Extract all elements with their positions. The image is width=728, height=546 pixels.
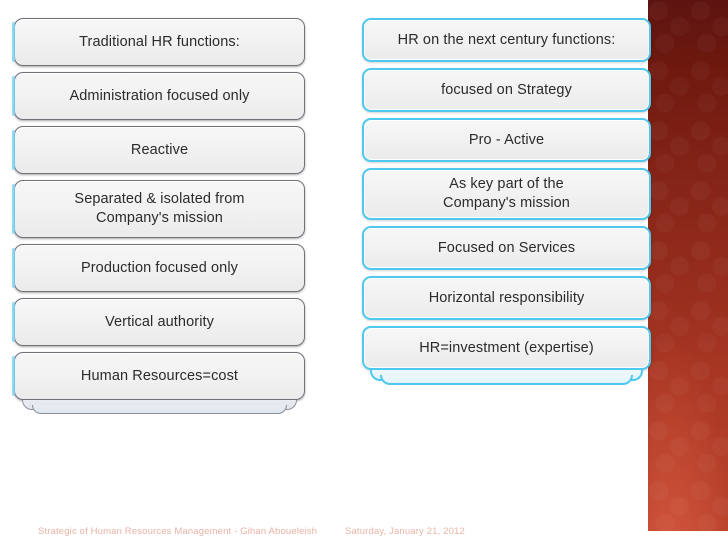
list-item[interactable]: focused on Strategy xyxy=(362,68,651,112)
next-century-hr-column: HR on the next century functions: focused… xyxy=(362,18,651,386)
list-item[interactable]: Administration focused only xyxy=(11,72,305,120)
list-item-label: Focused on Services xyxy=(437,239,576,256)
list-item-label: Production focused only xyxy=(80,259,239,276)
list-item[interactable]: Human Resources=cost xyxy=(11,352,305,400)
list-item-label: Pro - Active xyxy=(468,131,545,148)
list-item[interactable]: Traditional HR functions: xyxy=(11,18,305,66)
stack-shadow xyxy=(380,375,633,385)
footer-date: Saturday, January 21, 2012 xyxy=(345,526,465,537)
accent-panel xyxy=(648,0,728,531)
list-item-label: HR=investment (expertise) xyxy=(419,339,594,356)
list-item-label: Traditional HR functions: xyxy=(79,33,240,50)
list-item-label: Horizontal responsibility xyxy=(428,289,585,306)
list-item[interactable]: Vertical authority xyxy=(11,298,305,346)
list-item-label: Administration focused only xyxy=(69,87,250,104)
list-item-label: HR on the next century functions: xyxy=(397,31,616,48)
list-item[interactable]: Horizontal responsibility xyxy=(362,276,651,320)
list-item-label: Human Resources=cost xyxy=(80,367,239,384)
list-item[interactable]: Production focused only xyxy=(11,244,305,292)
list-item-label: Vertical authority xyxy=(105,313,214,330)
list-item[interactable]: Reactive xyxy=(11,126,305,174)
list-item-label: focused on Strategy xyxy=(441,81,572,98)
stack-shadow xyxy=(32,405,287,414)
list-item[interactable]: HR on the next century functions: xyxy=(362,18,651,62)
list-item[interactable]: Focused on Services xyxy=(362,226,651,270)
list-item[interactable]: HR=investment (expertise) xyxy=(362,326,651,370)
list-item[interactable]: Pro - Active xyxy=(362,118,651,162)
footer-title: Strategic of Human Resources Management … xyxy=(38,526,318,537)
list-item-label: Reactive xyxy=(130,141,189,158)
traditional-hr-column: Traditional HR functions: Administration … xyxy=(11,18,305,416)
slide-footer: Strategic of Human Resources Management … xyxy=(0,521,648,546)
